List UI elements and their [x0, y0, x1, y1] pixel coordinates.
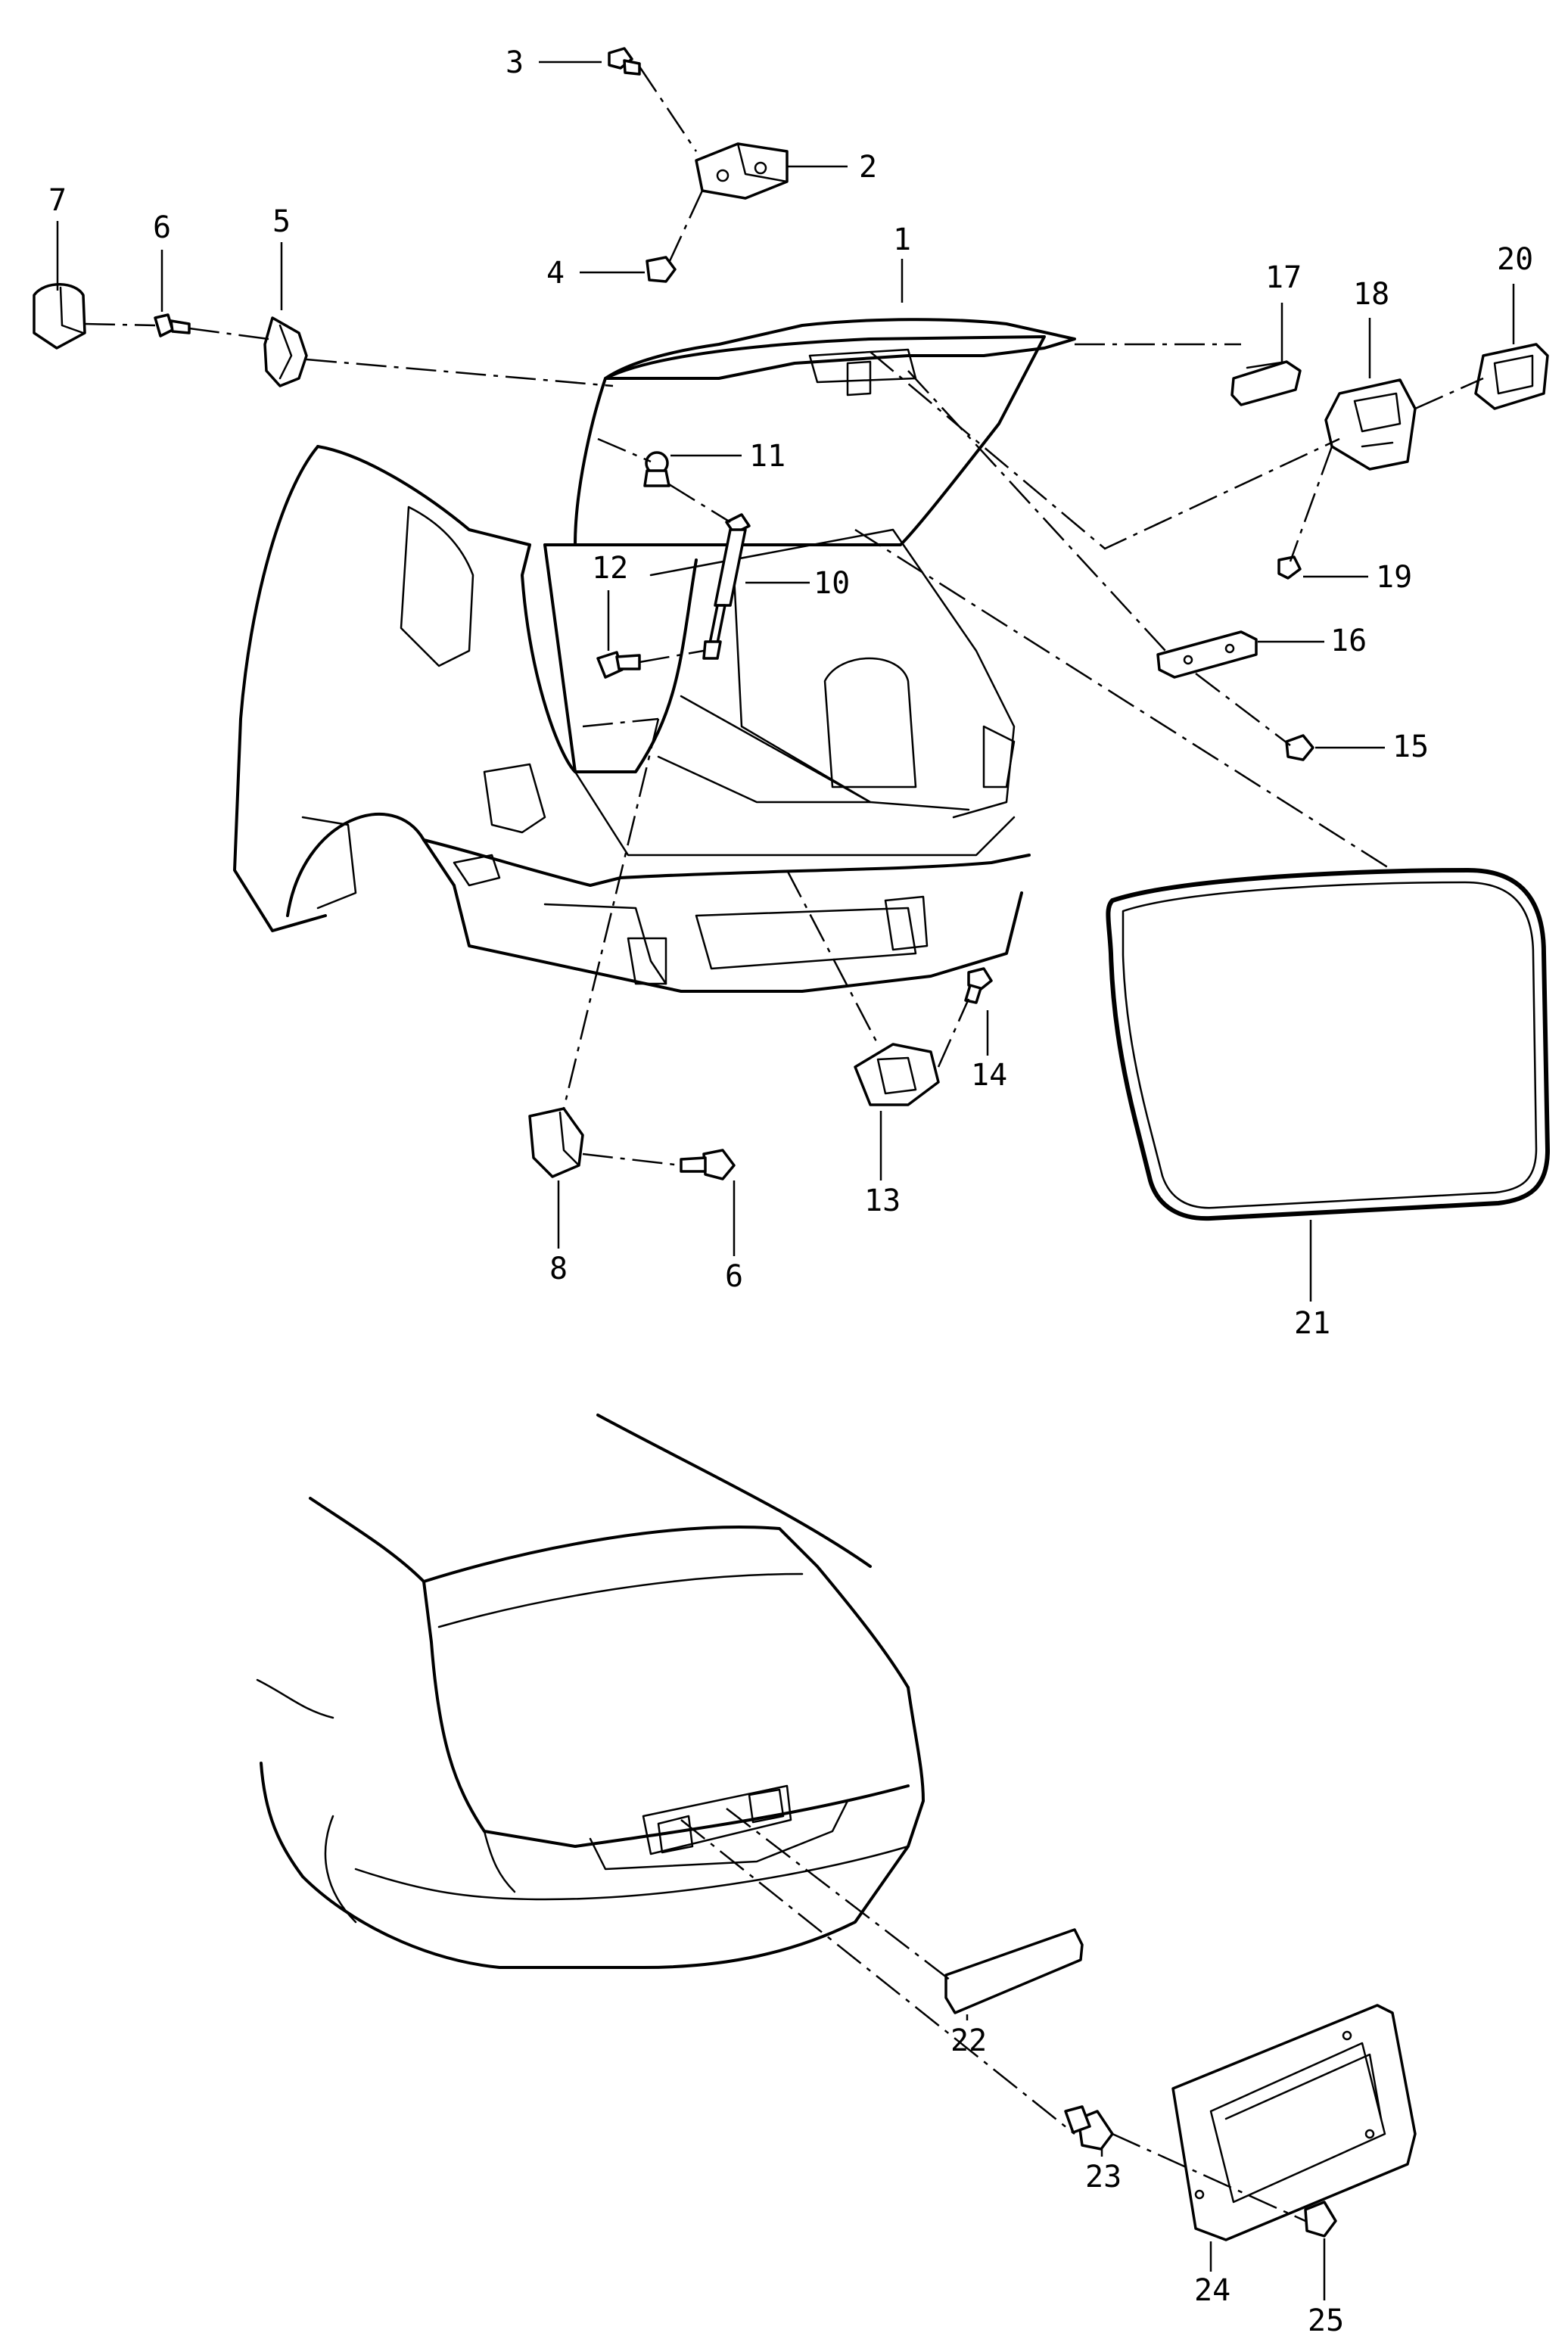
- part-22-plate-strip: [944, 1928, 1084, 2014]
- callout-7: 7: [48, 183, 67, 218]
- part-25-screw: [1304, 2201, 1337, 2238]
- callout-16: 16: [1330, 624, 1367, 658]
- callout-2: 2: [859, 150, 877, 185]
- callout-3: 3: [506, 45, 524, 80]
- callout-24: 24: [1194, 2273, 1230, 2308]
- callout-18: 18: [1353, 277, 1389, 312]
- part-7-cap: [33, 283, 86, 350]
- part-17-lamp: [1230, 360, 1302, 406]
- callout-10: 10: [814, 566, 850, 601]
- callout-5: 5: [272, 204, 291, 239]
- callout-8: 8: [549, 1252, 568, 1286]
- part-2-hinge: [695, 142, 789, 200]
- part-13-lock-bracket: [854, 1043, 940, 1106]
- part-8-cap: [528, 1107, 584, 1178]
- callout-14: 14: [971, 1058, 1007, 1093]
- callout-22: 22: [950, 2023, 987, 2058]
- part-10-gas-strut: [702, 513, 751, 660]
- callout-23: 23: [1085, 2160, 1122, 2194]
- assembly-lines: [84, 66, 1484, 2222]
- part-6-bolt-lower: [680, 1149, 736, 1180]
- part-19-screw: [1277, 555, 1302, 580]
- callout-21: 21: [1294, 1306, 1330, 1341]
- part-23-plug: [1064, 2105, 1114, 2151]
- callout-12: 12: [592, 551, 628, 586]
- part-20-cover: [1474, 343, 1549, 410]
- callout-6b: 6: [725, 1259, 743, 1294]
- part-15-clip: [1285, 734, 1314, 761]
- callout-25: 25: [1308, 2303, 1344, 2338]
- tailgate-lid: [574, 318, 1076, 546]
- part-24-license-bracket: [1171, 2004, 1417, 2241]
- callout-20: 20: [1497, 242, 1533, 277]
- part-18-latch: [1324, 378, 1417, 471]
- vehicle-body-lower: [256, 1414, 925, 1969]
- part-4-nut: [646, 256, 677, 283]
- part-11-ball-stud: [643, 451, 670, 487]
- callout-4: 4: [546, 256, 565, 291]
- callout-numbers: 1 2 3 4 5 6 7 8 6 10 11 12 13 14 15 16 1…: [48, 45, 1533, 2338]
- vehicle-body-rear: [233, 335, 1046, 993]
- callout-17: 17: [1265, 260, 1302, 295]
- callout-11: 11: [749, 439, 786, 474]
- callout-6a: 6: [153, 210, 171, 245]
- callout-1: 1: [893, 222, 911, 257]
- part-5-buffer: [263, 316, 308, 387]
- part-16-handle-strip: [1156, 630, 1258, 679]
- callout-15: 15: [1392, 729, 1429, 764]
- callout-13: 13: [864, 1183, 901, 1218]
- part-14-bolt: [964, 967, 993, 1004]
- part-6-bolt-top: [154, 313, 191, 337]
- part-21-tailgate-seal: [1106, 867, 1551, 1221]
- callout-19: 19: [1376, 560, 1412, 595]
- part-12-ball-stud: [596, 651, 641, 679]
- part-3-bolt: [608, 47, 641, 76]
- leader-lines: [56, 61, 1515, 2300]
